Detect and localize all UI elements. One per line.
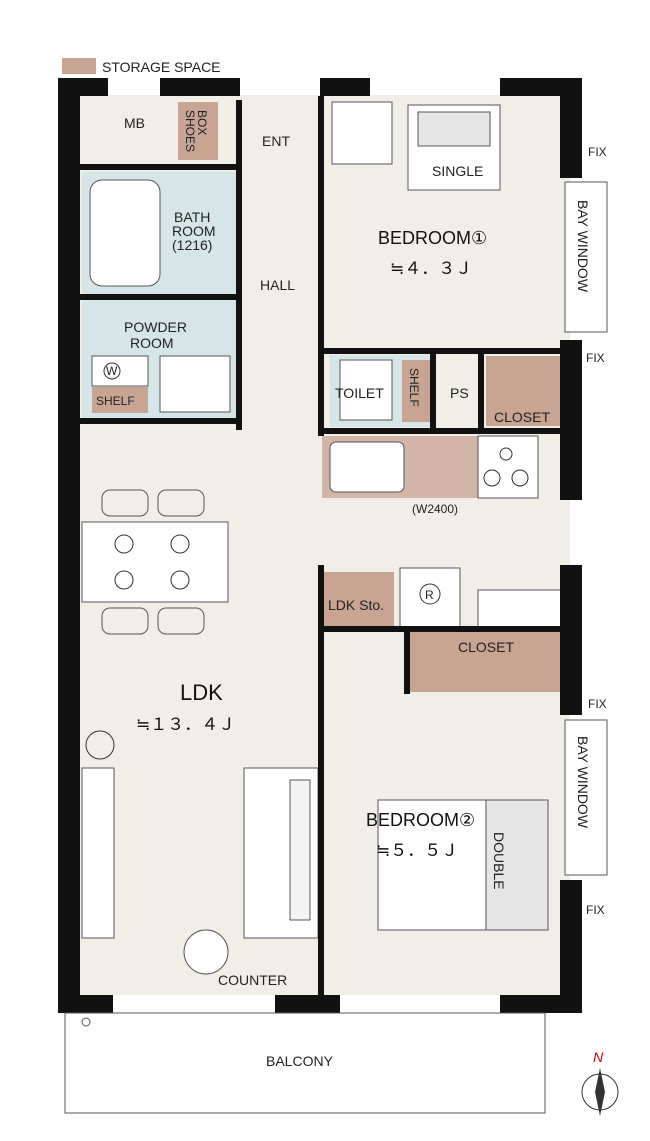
kitchen-width-label: (W2400) — [412, 502, 458, 516]
ldk-name: LDK — [180, 680, 223, 705]
vanity-sink — [159, 355, 231, 413]
bath-label-3: (1216) — [172, 237, 212, 253]
refrigerator-icon — [419, 583, 441, 605]
balcony-outline — [64, 1012, 546, 1114]
pillow — [417, 111, 491, 147]
stove-burner — [511, 469, 529, 487]
bath-label-2: ROOM — [172, 223, 216, 239]
bay-window-2-label: BAY WINDOW — [575, 736, 591, 829]
sofa-back — [289, 779, 311, 921]
toilet-label: TOILET — [335, 385, 384, 401]
toilet-fixture — [339, 359, 393, 421]
plate-icon — [170, 534, 190, 554]
bay-window-1-label: BAY WINDOW — [575, 200, 591, 293]
washer-mark: W — [106, 364, 118, 378]
shoes-label: SHOES — [183, 110, 197, 152]
plate-icon — [114, 570, 134, 590]
closet-2 — [410, 632, 560, 692]
gas-stove — [477, 435, 539, 499]
balcony-drain — [81, 1017, 91, 1027]
toilet-shelf-label: SHELF — [407, 368, 421, 407]
closet-1-label: CLOSET — [494, 409, 550, 425]
powder-shelf — [92, 387, 148, 413]
double-bed-label: DOUBLE — [491, 832, 507, 890]
chair — [157, 489, 205, 517]
tv-stand — [81, 767, 115, 939]
mb-label: MB — [124, 115, 145, 131]
bedroom2-area: ≒５．５Ｊ — [376, 841, 458, 860]
refrigerator — [399, 567, 461, 629]
side-table — [183, 929, 229, 975]
walls — [58, 78, 582, 1013]
ps-label: PS — [450, 385, 469, 401]
counter-label: COUNTER — [218, 972, 287, 988]
stove-burner — [483, 469, 501, 487]
entrance-label: ENT — [262, 133, 290, 149]
compass-needle — [595, 1068, 605, 1116]
bath-label-1: BATH — [174, 209, 210, 225]
dining-table — [81, 521, 229, 603]
ldk-storage — [322, 572, 394, 628]
plant-icon — [85, 730, 115, 760]
storage-legend-swatch — [62, 58, 96, 74]
shoes-box — [178, 102, 218, 160]
ldk-storage-label: LDK Sto. — [328, 597, 384, 613]
bedroom1-name: BEDROOM① — [378, 228, 487, 248]
hall-label: HALL — [260, 277, 295, 293]
fix-label-1: FIX — [588, 145, 607, 159]
chair — [157, 607, 205, 635]
ldk-area: ≒１３．４Ｊ — [136, 715, 235, 734]
bedroom1-area: ≒４．３Ｊ — [390, 259, 472, 278]
bay-window-2 — [564, 719, 608, 876]
double-bed-headboard — [485, 799, 549, 931]
balcony-label: BALCONY — [266, 1053, 334, 1069]
toilet-shelf — [402, 360, 430, 422]
washer-icon — [103, 362, 121, 380]
fix-label-3: FIX — [588, 697, 607, 711]
powder-label-2: ROOM — [130, 335, 174, 351]
powder-shelf-label: SHELF — [96, 394, 135, 408]
fix-label-4: FIX — [586, 903, 605, 917]
single-bed-label: SINGLE — [432, 163, 483, 179]
stove-burner — [499, 447, 513, 461]
powder-label-1: POWDER — [124, 319, 187, 335]
closet-2-label: CLOSET — [458, 639, 514, 655]
closet-1 — [486, 356, 560, 426]
fridge-mark: R — [425, 588, 434, 602]
bathtub — [89, 179, 161, 287]
plate-icon — [114, 534, 134, 554]
desk — [331, 101, 393, 165]
compass-north: N — [593, 1049, 604, 1065]
kitchen-cabinet — [477, 589, 563, 629]
fix-label-2: FIX — [586, 351, 605, 365]
bay-window-1 — [564, 181, 608, 333]
bedroom2-name: BEDROOM② — [366, 810, 475, 830]
plate-icon — [170, 570, 190, 590]
storage-legend-label: STORAGE SPACE — [102, 59, 221, 75]
box-label: BOX — [195, 110, 209, 135]
chair — [101, 607, 149, 635]
kitchen-sink — [329, 441, 405, 493]
chair — [101, 489, 149, 517]
